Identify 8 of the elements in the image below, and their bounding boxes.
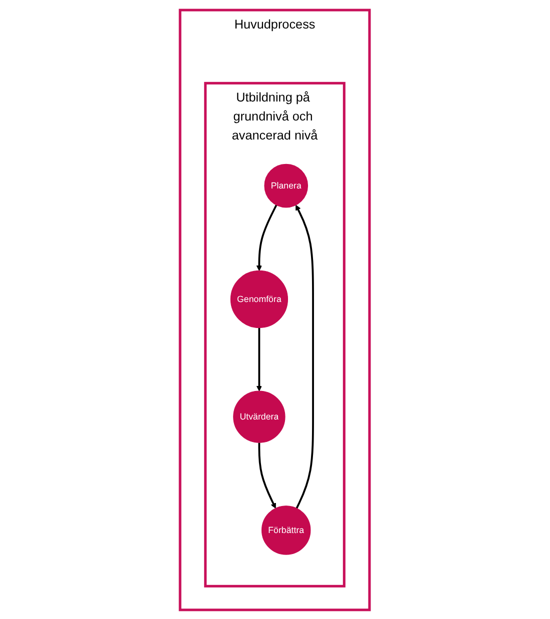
node-circle: Planera: [264, 163, 308, 208]
node-circle: Förbättra: [262, 505, 311, 554]
node-circle: Utvärdera: [233, 390, 286, 442]
arrow: [258, 442, 276, 508]
node-circle: Genomföra: [230, 270, 288, 328]
arrow: [256, 327, 262, 391]
arrow: [296, 204, 314, 508]
arrow: [256, 204, 278, 270]
